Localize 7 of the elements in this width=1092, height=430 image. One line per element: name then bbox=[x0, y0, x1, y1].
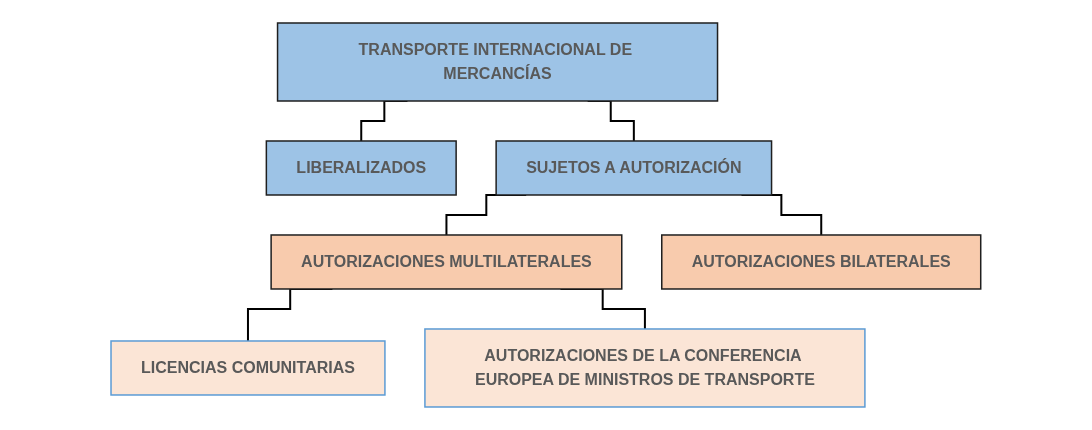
node-box: SUJETOS A AUTORIZACIÓN bbox=[495, 140, 773, 196]
node-box: AUTORIZACIONES MULTILATERALES bbox=[270, 234, 623, 290]
node-box: TRANSPORTE INTERNACIONAL DE MERCANCÍAS bbox=[276, 22, 719, 102]
node-box: LICENCIAS COMUNITARIAS bbox=[110, 340, 386, 396]
node-box: AUTORIZACIONES DE LA CONFERENCIA EUROPEA DE MINISTROS DE TRANSPORTE bbox=[424, 328, 866, 408]
node-box: LIBERALIZADOS bbox=[265, 140, 457, 196]
node-box: AUTORIZACIONES BILATERALES bbox=[661, 234, 982, 290]
